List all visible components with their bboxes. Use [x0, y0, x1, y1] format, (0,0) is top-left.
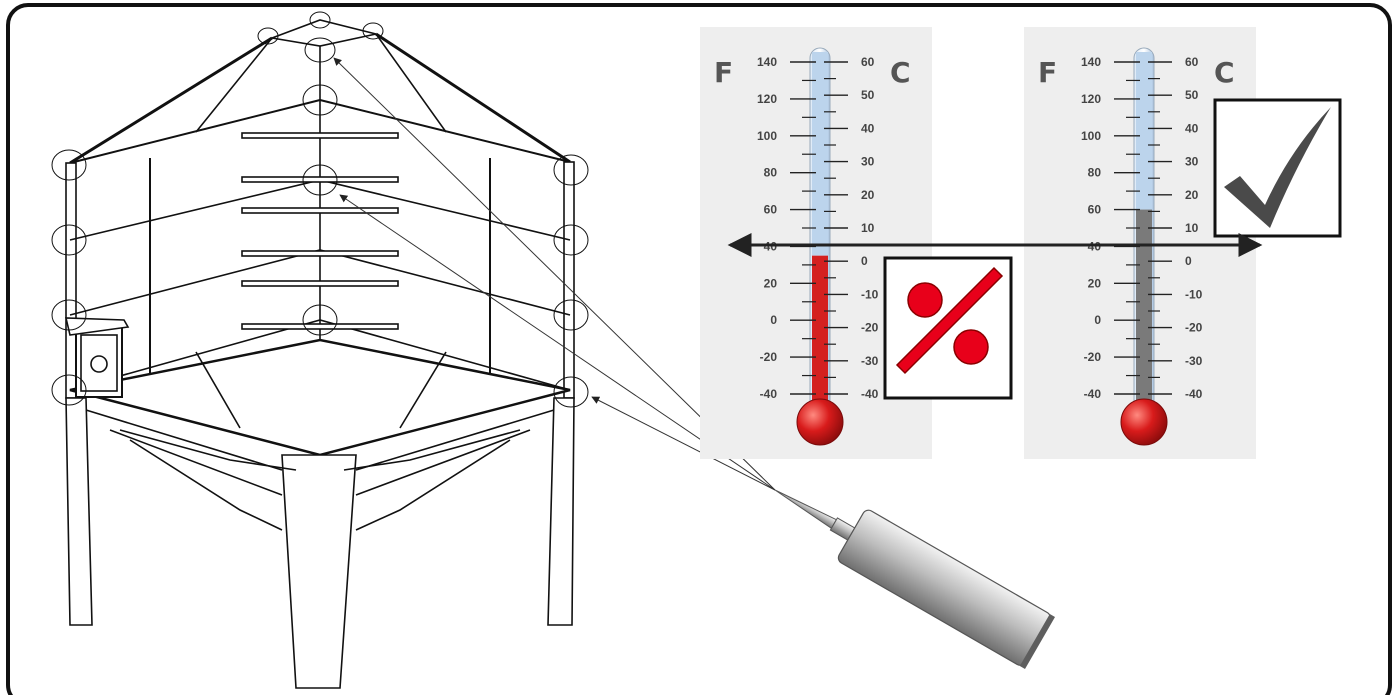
celsius-tick-label: -40 [861, 387, 879, 401]
fahrenheit-tick-label: 140 [757, 55, 777, 69]
celsius-tick-label: 10 [861, 221, 875, 235]
fahrenheit-tick-label: 0 [770, 313, 777, 327]
thermometer-empty [1136, 52, 1152, 210]
celsius-tick-label: 0 [861, 254, 868, 268]
fahrenheit-tick-label: 120 [1081, 92, 1101, 106]
caulk-tube-icon [774, 489, 1056, 669]
celsius-tick-label: 20 [1185, 188, 1199, 202]
fahrenheit-tick-label: -40 [1084, 387, 1102, 401]
fahrenheit-tick-label: -40 [760, 387, 778, 401]
celsius-label: C [890, 56, 911, 89]
fahrenheit-tick-label: 60 [764, 203, 778, 217]
celsius-tick-label: -40 [1185, 387, 1203, 401]
fahrenheit-label: F [714, 56, 733, 89]
fahrenheit-tick-label: 80 [1088, 166, 1102, 180]
celsius-tick-label: 40 [861, 121, 875, 135]
thermometer-fill [812, 255, 828, 410]
fahrenheit-tick-label: 20 [1088, 276, 1102, 290]
checkmark-icon [1224, 107, 1331, 228]
fahrenheit-tick-label: -20 [760, 350, 778, 364]
fahrenheit-tick-label: 60 [1088, 203, 1102, 217]
fahrenheit-tick-label: 0 [1094, 313, 1101, 327]
fahrenheit-label: F [1038, 56, 1057, 89]
celsius-label: C [1214, 56, 1235, 89]
fahrenheit-tick-label: 100 [757, 129, 777, 143]
celsius-tick-label: 30 [861, 155, 875, 169]
hopper-bin-drawing [64, 19, 575, 689]
fahrenheit-tick-label: -20 [1084, 350, 1102, 364]
percent-badge [883, 256, 1013, 400]
celsius-tick-label: 50 [861, 88, 875, 102]
celsius-tick-label: -20 [861, 321, 879, 335]
celsius-tick-label: 10 [1185, 221, 1199, 235]
celsius-tick-label: 0 [1185, 254, 1192, 268]
celsius-tick-label: 60 [861, 55, 875, 69]
celsius-tick-label: 40 [1185, 121, 1199, 135]
check-badge [1213, 98, 1342, 238]
celsius-tick-label: 20 [861, 188, 875, 202]
thermometer-bulb [796, 398, 844, 446]
celsius-tick-label: -20 [1185, 321, 1203, 335]
thermometer-empty [812, 52, 828, 256]
fahrenheit-tick-label: 80 [764, 166, 778, 180]
thermometer-good: 140120100806040200-20-406050403020100-10… [1024, 27, 1256, 459]
fahrenheit-tick-label: 140 [1081, 55, 1101, 69]
celsius-tick-label: 60 [1185, 55, 1199, 69]
celsius-tick-label: -10 [861, 287, 879, 301]
thermometer-bulb [1120, 398, 1168, 446]
celsius-tick-label: 30 [1185, 155, 1199, 169]
celsius-tick-label: -30 [1185, 354, 1203, 368]
percent-icon [895, 266, 1004, 375]
fahrenheit-tick-label: 20 [764, 276, 778, 290]
fahrenheit-tick-label: 120 [757, 92, 777, 106]
celsius-tick-label: -10 [1185, 287, 1203, 301]
celsius-tick-label: 50 [1185, 88, 1199, 102]
thermometer-fill [1136, 209, 1152, 410]
seam-markers [51, 11, 589, 408]
celsius-tick-label: -30 [861, 354, 879, 368]
fahrenheit-tick-label: 100 [1081, 129, 1101, 143]
